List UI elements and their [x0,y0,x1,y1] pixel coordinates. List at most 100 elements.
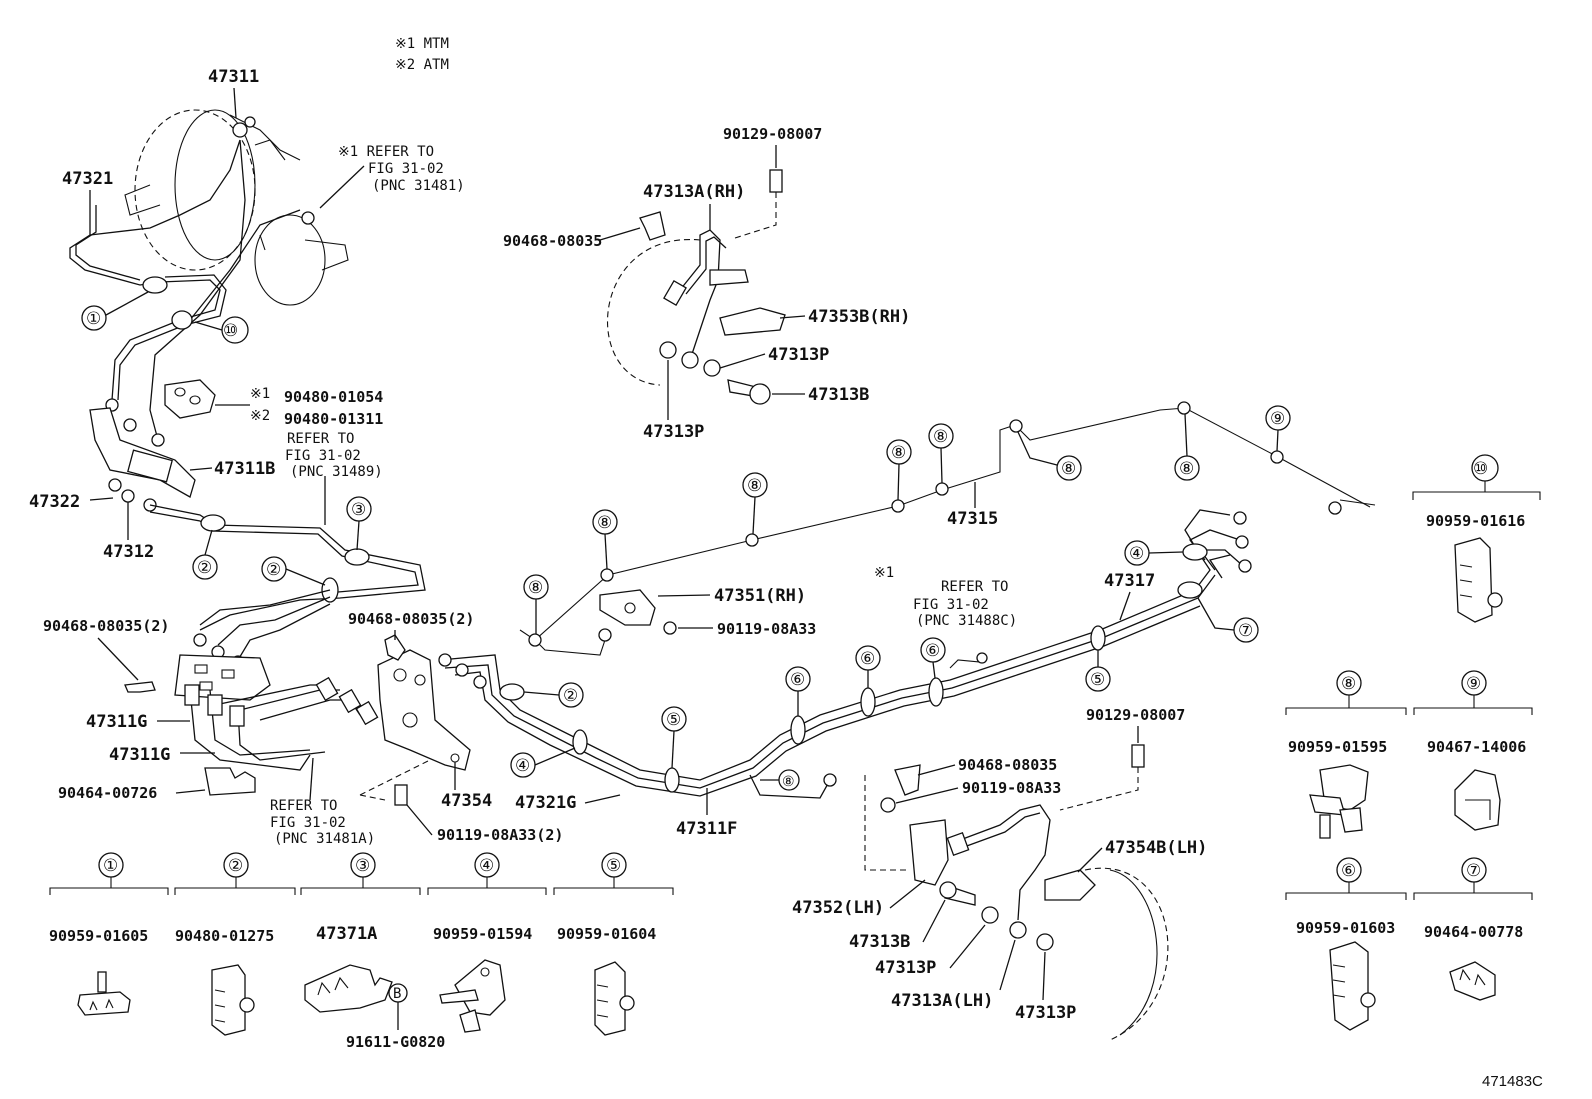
svg-text:47313B: 47313B [849,932,910,952]
svg-text:47315: 47315 [947,509,998,529]
svg-text:91611-G0820: 91611-G0820 [346,1033,445,1051]
svg-text:⑧: ⑧ [1061,459,1076,479]
svg-text:②: ② [563,686,578,706]
svg-text:⑩: ⑩ [223,321,238,341]
lower-left-hoses-drawing [124,589,379,796]
svg-text:※1: ※1 [250,386,270,402]
svg-text:90468-08035: 90468-08035 [958,756,1057,774]
svg-text:47322: 47322 [29,492,80,512]
svg-text:47313P: 47313P [643,422,704,442]
svg-text:47313P: 47313P [768,345,829,365]
note-mtm: ※1 MTM [395,36,449,52]
svg-text:47311B: 47311B [214,459,275,479]
legend-right-column: ⑩ 90959-01616 ⑧ 90959-01595 ⑨ 90467-1400… [1285,454,1541,1031]
rear-junction-drawing [1182,509,1252,579]
front-brake-tubes [69,139,301,447]
svg-text:④: ④ [479,856,494,876]
svg-text:90480-01311: 90480-01311 [284,410,383,428]
svg-text:90129-08007: 90129-08007 [723,125,822,143]
diagram-callouts: ① ⑩ ③ ② ② ② ④ ⑤ ⑥ ⑥ ⑥ ⑤ ④ ⑦ ⑧ ⑧ ⑧ ⑧ ⑧ [81,291,1291,791]
svg-text:47317: 47317 [1104,571,1155,591]
svg-text:90464-00778: 90464-00778 [1424,923,1523,941]
svg-text:47351(RH): 47351(RH) [714,586,806,606]
brake-booster-drawing [124,109,349,306]
svg-text:90119-08A33(2): 90119-08A33(2) [437,826,563,844]
svg-text:⑧: ⑧ [782,774,795,790]
svg-text:②: ② [197,558,212,578]
svg-text:47321: 47321 [62,169,113,189]
svg-text:47354B(LH): 47354B(LH) [1105,838,1207,858]
legend-bottom-row: ① ② ③ ④ ⑤ 90959-01605 90480-01275 47371A… [49,852,674,1051]
svg-text:REFER TO: REFER TO [287,431,354,447]
svg-text:90959-01604: 90959-01604 [557,925,656,943]
rear-brake-tubes-center [438,554,1216,799]
svg-text:⑤: ⑤ [1090,670,1105,690]
svg-text:47313P: 47313P [875,958,936,978]
svg-text:④: ④ [1129,544,1144,564]
svg-text:(PNC 31481): (PNC 31481) [372,178,465,194]
svg-text:B: B [393,986,401,1002]
svg-text:(PNC 31489): (PNC 31489) [290,464,383,480]
svg-text:(PNC 31481A): (PNC 31481A) [274,831,375,847]
svg-text:REFER TO: REFER TO [270,798,337,814]
svg-text:90480-01275: 90480-01275 [175,927,274,945]
svg-text:⑧: ⑧ [891,443,906,463]
svg-text:47311: 47311 [208,67,259,87]
svg-text:⑥: ⑥ [860,649,875,669]
svg-text:※1: ※1 [874,565,894,581]
svg-text:⑧: ⑧ [1341,674,1356,694]
svg-text:90119-08A33: 90119-08A33 [717,620,816,638]
svg-text:③: ③ [351,500,366,520]
svg-text:⑧: ⑧ [1179,459,1194,479]
svg-text:(PNC 31488C): (PNC 31488C) [916,613,1017,629]
svg-text:47311G: 47311G [86,712,147,732]
svg-text:FIG 31-02: FIG 31-02 [368,161,444,177]
junction-47311b-drawing [89,407,426,631]
svg-text:90959-01595: 90959-01595 [1288,738,1387,756]
svg-text:90467-14006: 90467-14006 [1427,738,1526,756]
rh-caliper-drawing [599,169,786,635]
svg-text:FIG 31-02: FIG 31-02 [913,597,989,613]
svg-text:⑤: ⑤ [606,856,621,876]
svg-text:⑩: ⑩ [1473,459,1488,479]
grommet-drawing [164,379,216,419]
svg-text:90464-00726: 90464-00726 [58,784,157,802]
svg-text:90959-01603: 90959-01603 [1296,919,1395,937]
figure-code: 471483C [1482,1073,1543,1090]
svg-text:47352(LH): 47352(LH) [792,898,884,918]
svg-text:REFER TO: REFER TO [941,579,1008,595]
svg-text:90959-01616: 90959-01616 [1426,512,1525,530]
svg-text:③: ③ [355,856,370,876]
svg-text:⑨: ⑨ [1270,409,1285,429]
svg-text:⑧: ⑧ [597,513,612,533]
svg-text:⑧: ⑧ [933,427,948,447]
svg-text:⑥: ⑥ [1341,861,1356,881]
rear-tube-47315-drawing [519,401,1376,656]
svg-text:①: ① [103,856,118,876]
svg-text:47312: 47312 [103,542,154,562]
svg-text:47313A(RH): 47313A(RH) [643,182,745,202]
svg-text:⑨: ⑨ [1466,674,1481,694]
svg-text:90468-08035(2): 90468-08035(2) [43,617,169,635]
svg-text:90480-01054: 90480-01054 [284,388,383,406]
svg-text:90959-01605: 90959-01605 [49,927,148,945]
svg-text:47371A: 47371A [316,924,377,944]
svg-text:⑤: ⑤ [666,710,681,730]
part-labels: 47311 47321 ※1 REFER TO FIG 31-02 (PNC 3… [29,67,1207,1023]
svg-text:47353B(RH): 47353B(RH) [808,307,910,327]
lh-caliper-drawing [864,744,1169,1041]
svg-text:FIG 31-02: FIG 31-02 [285,448,361,464]
svg-text:※1 REFER TO: ※1 REFER TO [338,144,434,160]
svg-text:47313P: 47313P [1015,1003,1076,1023]
svg-text:90468-08035(2): 90468-08035(2) [348,610,474,628]
svg-text:⑦: ⑦ [1466,861,1481,881]
svg-text:47313B: 47313B [808,385,869,405]
svg-text:⑧: ⑧ [747,476,762,496]
note-atm: ※2 ATM [395,57,449,73]
svg-text:⑦: ⑦ [1238,621,1253,641]
svg-text:47321G: 47321G [515,793,576,813]
svg-text:47354: 47354 [441,791,492,811]
svg-text:※2: ※2 [250,408,270,424]
svg-text:②: ② [266,560,281,580]
